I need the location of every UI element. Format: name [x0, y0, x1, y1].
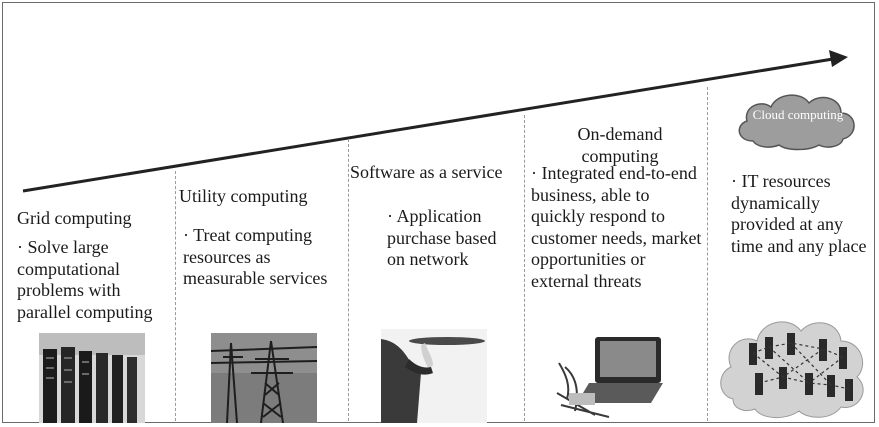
stage-desc-on-demand: · Integrated end-to-end business, able t… — [531, 163, 702, 291]
cloud-shape — [738, 94, 855, 151]
evolution-diagram: Grid computing · Solve large computation… — [2, 2, 875, 423]
stage-title-on-demand: On-demand computing — [577, 124, 663, 166]
divider-3 — [524, 115, 525, 421]
divider-2 — [348, 139, 349, 421]
networked-servers-cloud-image — [715, 303, 873, 421]
stage-desc-utility: · Treat computing resources as measurabl… — [183, 225, 328, 288]
laptop-device-image — [555, 333, 669, 421]
stage-title-saas: Software as a service — [350, 162, 503, 182]
progress-arrow — [22, 50, 848, 193]
divider-1 — [175, 171, 176, 421]
cloud-computing-label: Cloud computing — [752, 107, 844, 122]
stage-title-utility: Utility computing — [179, 186, 308, 206]
stage-desc-cloud: · IT resources dynamically provided at a… — [731, 171, 867, 256]
stage-desc-saas: · Application purchase based on network — [387, 206, 497, 269]
stage-title-grid: Grid computing — [17, 208, 132, 228]
power-pylon-image — [211, 333, 317, 423]
server-racks-image — [39, 333, 145, 423]
stage-desc-grid: · Solve large computational problems wit… — [17, 237, 153, 322]
divider-4 — [707, 87, 708, 421]
waiter-tray-image — [381, 329, 487, 423]
